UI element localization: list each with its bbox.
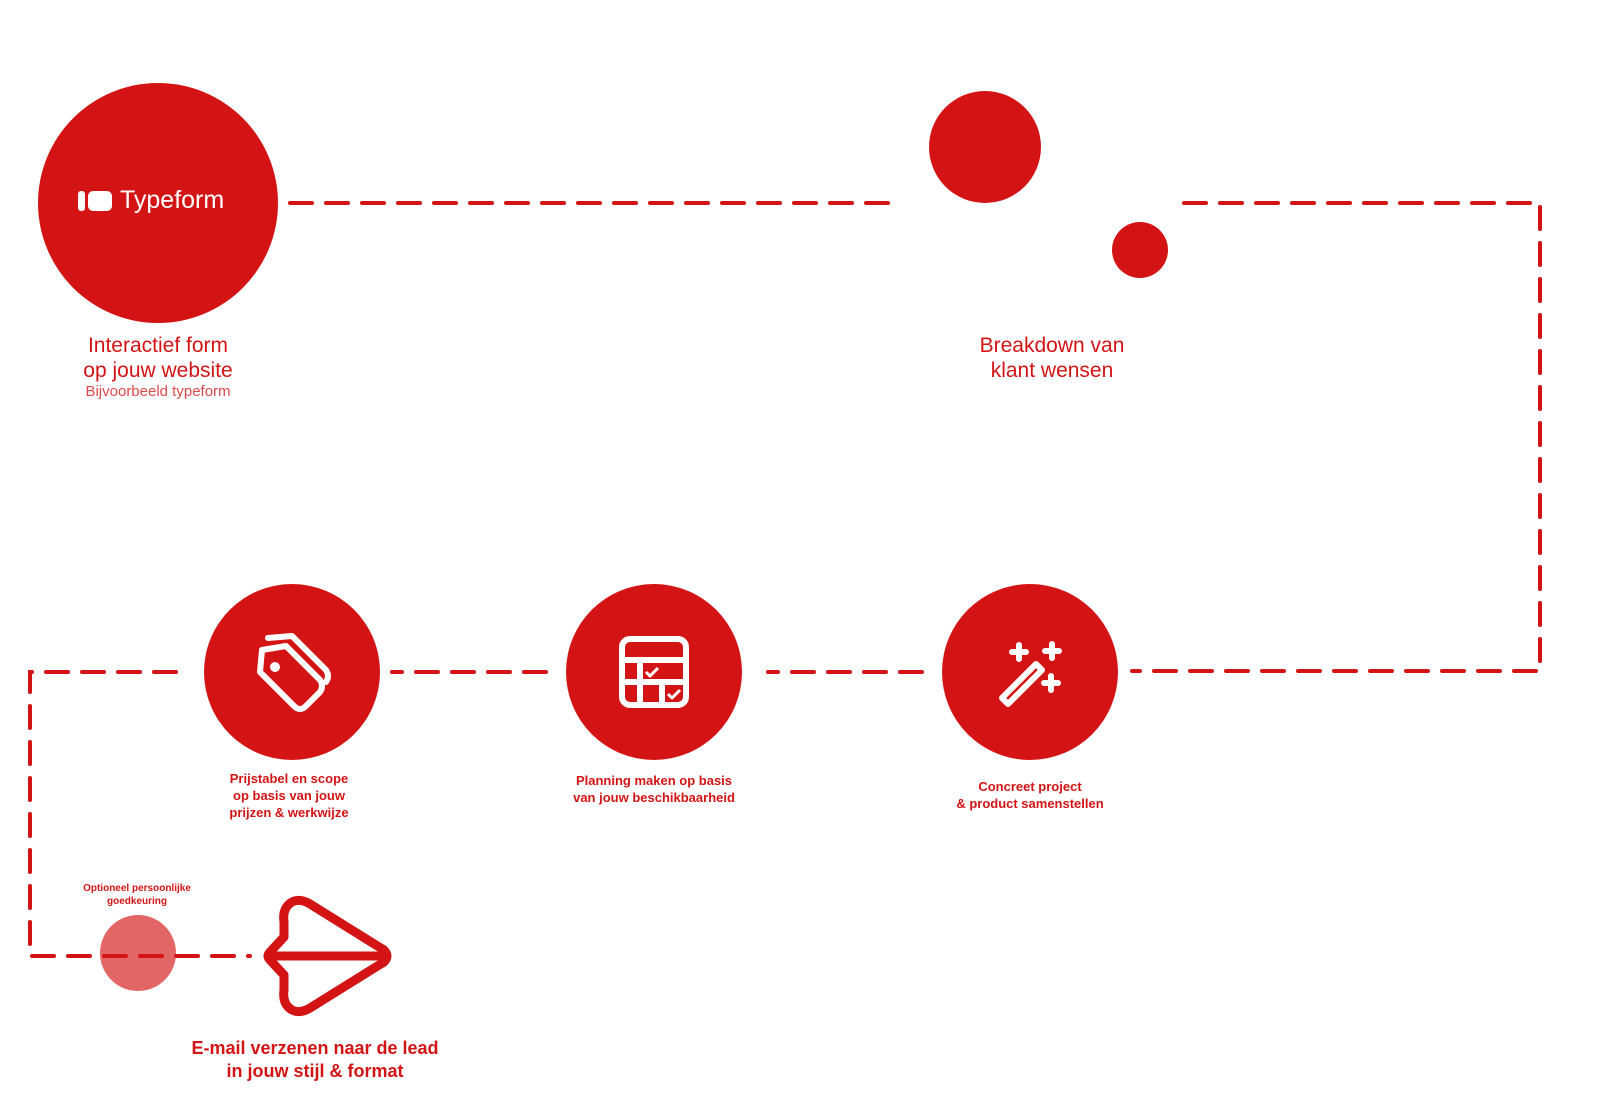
label-line: goedkeuring bbox=[106, 895, 167, 907]
paper-plane-icon bbox=[263, 895, 392, 1017]
label-subtitle: Bijvoorbeeld typeform bbox=[85, 383, 231, 401]
step-planning-label: Planning maken op basis van jouw beschik… bbox=[573, 773, 735, 807]
label-line: klant wensen bbox=[990, 359, 1114, 383]
step-email-label: E-mail verzenen naar de lead in jouw sti… bbox=[191, 1037, 438, 1082]
label-line: prijzen & werkwijze bbox=[229, 804, 349, 820]
label-line: Prijstabel en scope bbox=[229, 771, 349, 786]
typeform-logo: Typeform bbox=[78, 186, 224, 215]
label-line: E-mail verzenen naar de lead bbox=[191, 1038, 439, 1058]
step-typeform-label: Interactief form op jouw website Bijvoor… bbox=[83, 333, 232, 401]
magic-wand-icon bbox=[999, 641, 1062, 707]
label-line: & product samenstellen bbox=[956, 795, 1104, 811]
label-line: op jouw website bbox=[83, 359, 233, 383]
price-tag-icon bbox=[257, 633, 331, 712]
label-line: Interactief form bbox=[87, 334, 229, 357]
step-breakdown-label: Breakdown van klant wensen bbox=[980, 333, 1125, 383]
step-project-label: Concreet project & product samenstellen bbox=[956, 779, 1103, 813]
typeform-logo-icon bbox=[78, 190, 112, 211]
typeform-brand: Typeform bbox=[120, 186, 225, 214]
approval-circle bbox=[100, 915, 176, 991]
label-line: Concreet project bbox=[978, 779, 1082, 794]
step-approval-label: Optioneel persoonlijke goedkeuring bbox=[83, 883, 191, 908]
connector-2 bbox=[1130, 201, 1542, 673]
calendar-check-icon bbox=[619, 636, 689, 708]
label-line: in jouw stijl & format bbox=[226, 1060, 404, 1081]
breakdown-bubble-small bbox=[1112, 222, 1168, 278]
label-line: op basis van jouw bbox=[233, 787, 345, 803]
label-line: Breakdown van bbox=[979, 334, 1125, 357]
label-line: van jouw beschikbaarheid bbox=[573, 789, 735, 805]
step-pricing-label: Prijstabel en scope op basis van jouw pr… bbox=[229, 771, 348, 822]
label-line: Planning maken op basis bbox=[575, 773, 733, 788]
step-pricing-circle bbox=[204, 584, 380, 760]
breakdown-bubble-large bbox=[929, 91, 1041, 203]
step-typeform-circle bbox=[38, 83, 278, 323]
label-line: Optioneel persoonlijke bbox=[83, 883, 191, 894]
